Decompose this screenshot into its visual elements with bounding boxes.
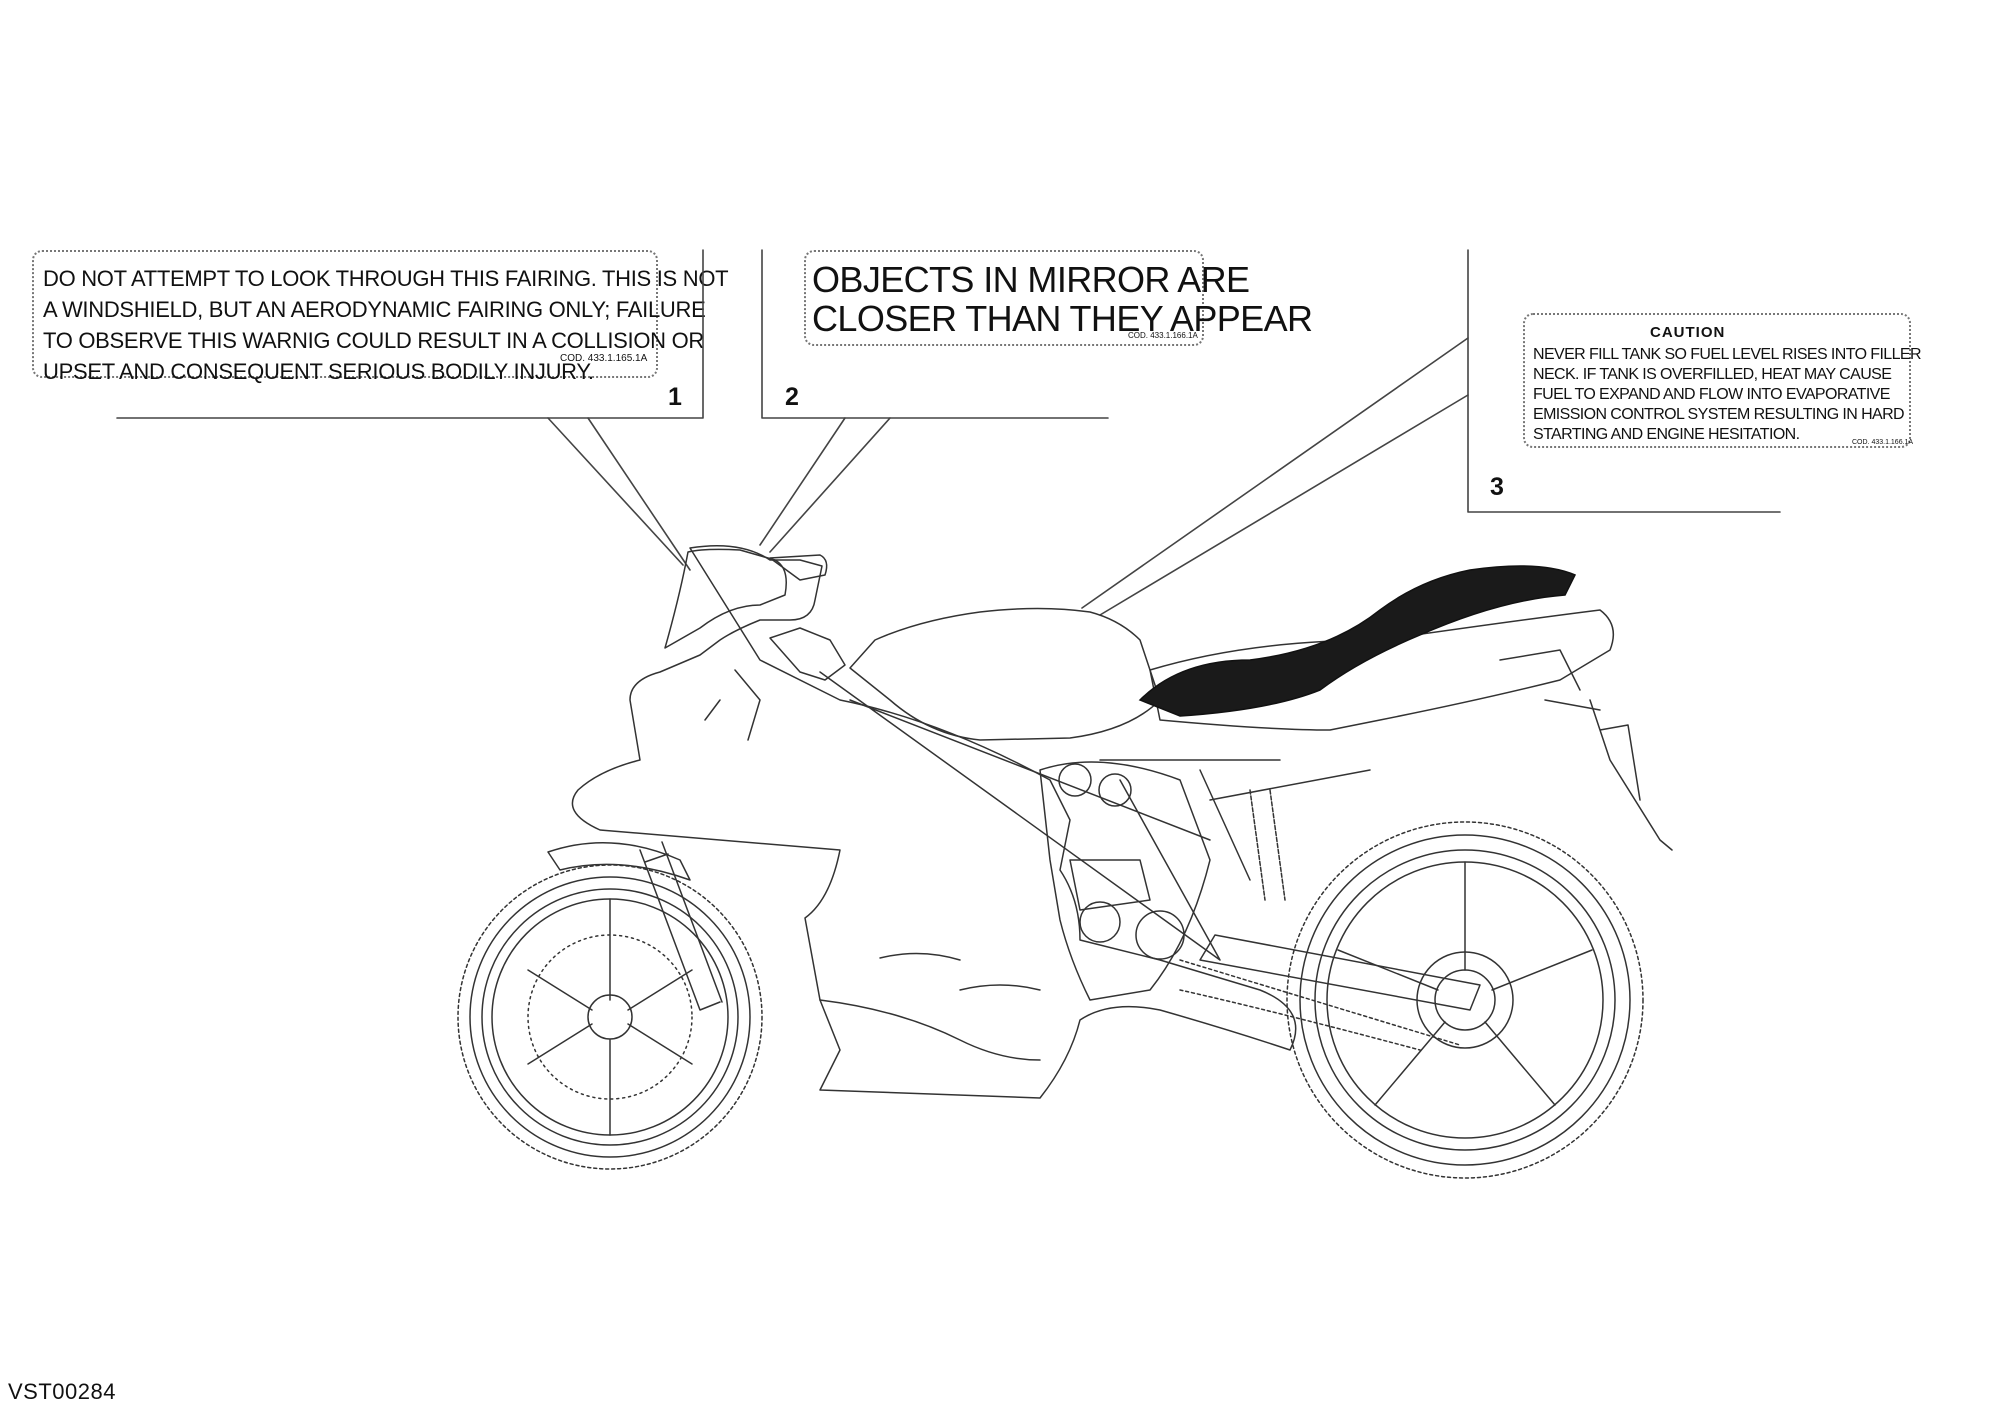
fuel-caution-code: Cod. 433.1.166.1A <box>1852 439 1914 446</box>
front-wheel <box>457 864 763 1170</box>
fairing-vent <box>879 952 1041 991</box>
fuel-tank <box>849 607 1161 741</box>
leader-line-1 <box>116 249 704 419</box>
leader-line-2-arrow-a <box>759 417 846 546</box>
rear-cowl <box>1499 649 1601 711</box>
plate-holder <box>1589 699 1673 851</box>
rear-shock <box>1249 789 1286 901</box>
figure-id: VST00284 <box>8 1379 116 1404</box>
mirror-warning-label <box>804 250 1204 346</box>
fuel-caution-label <box>1523 313 1911 448</box>
mirror-warning-code: Cod. 433.1.166.1A <box>1128 331 1198 340</box>
leader-line-1-arrow-b <box>587 417 691 571</box>
front-fender <box>547 841 691 881</box>
engine <box>1039 761 1211 1001</box>
fuel-caution-title: CAUTION <box>1650 324 1726 341</box>
windscreen <box>664 548 787 649</box>
fairing-warning-text: DO NOT ATTEMPT TO LOOK THROUGH THIS FAIR… <box>43 266 729 384</box>
leader-line-1-arrow-a <box>547 417 684 566</box>
leader-line-3-arrow-a <box>1081 337 1469 609</box>
callout-2: 2 <box>785 383 799 411</box>
fairing-warning-code: Cod. 433.1.165.1A <box>560 353 648 364</box>
frame <box>819 671 1371 961</box>
callout-3: 3 <box>1490 473 1504 501</box>
seat <box>1138 565 1577 717</box>
leader-line-2-arrow-b <box>769 417 891 553</box>
callout-1: 1 <box>668 383 682 411</box>
rear-wheel <box>1286 821 1644 1179</box>
front-fork <box>639 841 723 1011</box>
mirror <box>769 554 828 581</box>
fairing-warning-label <box>32 250 658 378</box>
fairing-lower <box>819 999 1041 1061</box>
tail-section <box>1149 609 1615 731</box>
handlebar <box>704 627 846 741</box>
swingarm <box>1199 934 1481 1011</box>
leader-line-2 <box>761 249 1109 419</box>
leader-line-3-arrow-b <box>1099 394 1469 616</box>
leader-line-3 <box>1467 249 1781 513</box>
fairing-body <box>571 544 1297 1099</box>
mirror-warning-text: OBJECTS IN MIRROR ARE CLOSER THAN THEY A… <box>812 259 1313 339</box>
fuel-caution-text: NEVER FILL TANK SO FUEL LEVEL RISES INTO… <box>1533 346 1922 443</box>
drive-chain <box>1179 959 1461 1051</box>
